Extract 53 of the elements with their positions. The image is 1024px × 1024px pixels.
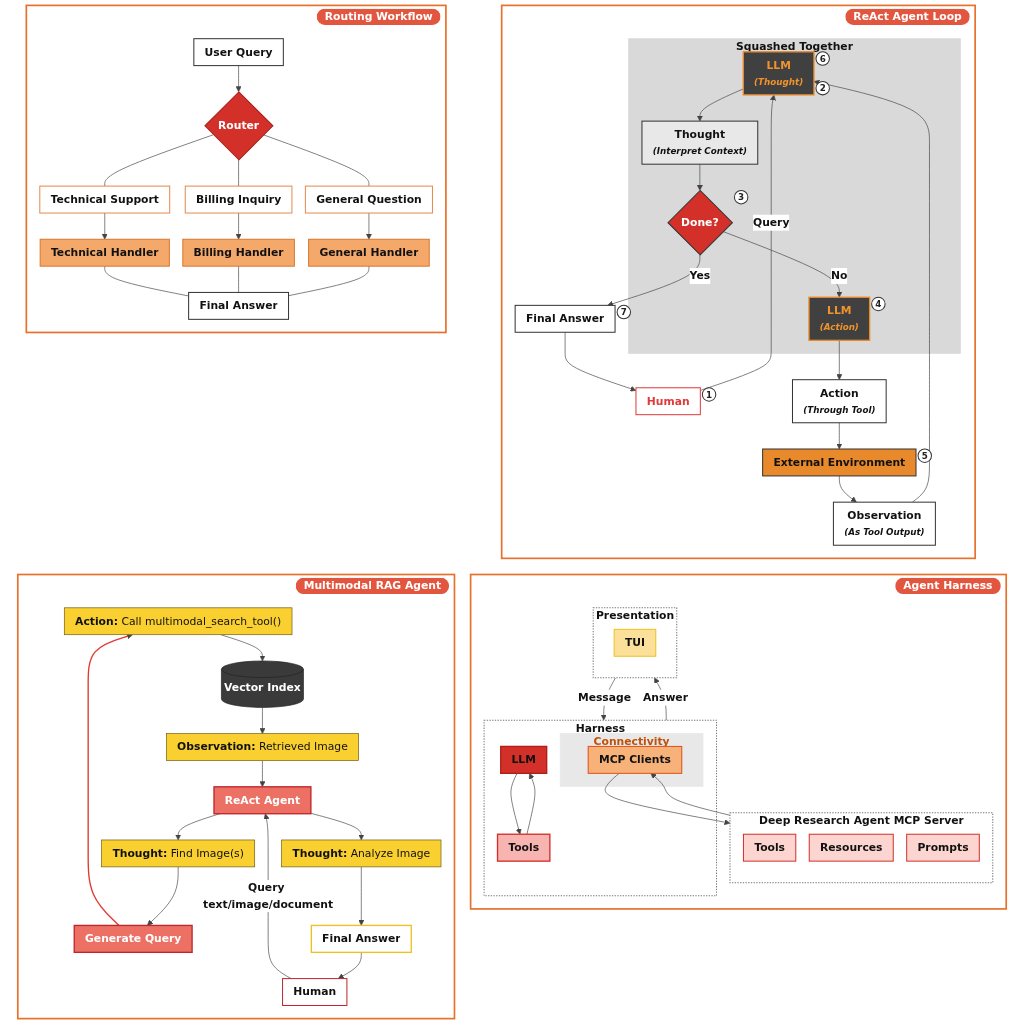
edge-label: Message: [577, 690, 632, 704]
node-box: Billing Handler: [182, 238, 295, 267]
connector: [238, 265, 239, 293]
node-box: Generate Query: [73, 924, 193, 953]
connector: [263, 134, 370, 187]
node-box: Action: Call multimodal_search_tool(): [63, 607, 293, 636]
node-box: Resources: [808, 833, 894, 862]
node-box: Thought: Find Image(s): [101, 839, 256, 868]
node-box: TUI: [613, 628, 657, 657]
node-box: User Query: [193, 38, 284, 67]
node-box: Billing Inquiry: [184, 185, 293, 214]
node-box: Observation (As Tool Output): [832, 501, 936, 546]
connector: [288, 265, 370, 297]
node-label: 2: [819, 83, 826, 94]
connector: [104, 134, 214, 187]
node-diamond: Done?: [667, 189, 734, 256]
edge-label: Query: [752, 215, 790, 229]
node-box: LLM: [500, 745, 548, 774]
node-box: Final Answer: [188, 291, 290, 320]
node-box: LLM (Action): [808, 296, 871, 341]
node-label: 7: [620, 307, 627, 318]
node-box: Action (Through Tool): [792, 379, 887, 424]
edge-label: Yes: [689, 269, 711, 283]
arrow: [87, 633, 133, 927]
edge-label: No: [831, 269, 848, 283]
node-box: MCP Clients: [587, 745, 683, 774]
node-box: Observation: Retrieved Image: [166, 733, 359, 761]
node-box: Human: [282, 978, 348, 1006]
node-label: 5: [921, 450, 928, 461]
node-box: Prompts: [906, 833, 980, 862]
node-box: Tools: [742, 833, 797, 862]
node-box: External Environment: [762, 448, 917, 477]
node-label: 1: [706, 389, 713, 400]
node-box: Human: [635, 387, 701, 416]
node-diamond: Router: [204, 91, 274, 161]
node-box: LLM (Thought): [742, 51, 815, 96]
node-box: Tools: [496, 833, 551, 862]
node-box: Final Answer: [310, 924, 412, 953]
node-label: 6: [819, 53, 826, 64]
node-label: 4: [875, 299, 882, 310]
node-box: ReAct Agent: [213, 786, 312, 815]
edge-label: Query text/image/document: [203, 881, 334, 911]
node-box: Technical Handler: [39, 238, 170, 267]
connector: [104, 265, 189, 297]
node-box: Final Answer: [514, 304, 616, 333]
node-box: Thought: Analyze Image: [281, 839, 442, 868]
edge-label: Answer: [642, 690, 688, 704]
node-box: Thought (Interpret Context): [641, 120, 759, 165]
node-box: General Question: [304, 185, 433, 214]
connector: [238, 159, 239, 187]
node-box: General Handler: [308, 238, 430, 267]
node-box: Technical Support: [39, 185, 171, 214]
node-label: 3: [738, 192, 745, 203]
